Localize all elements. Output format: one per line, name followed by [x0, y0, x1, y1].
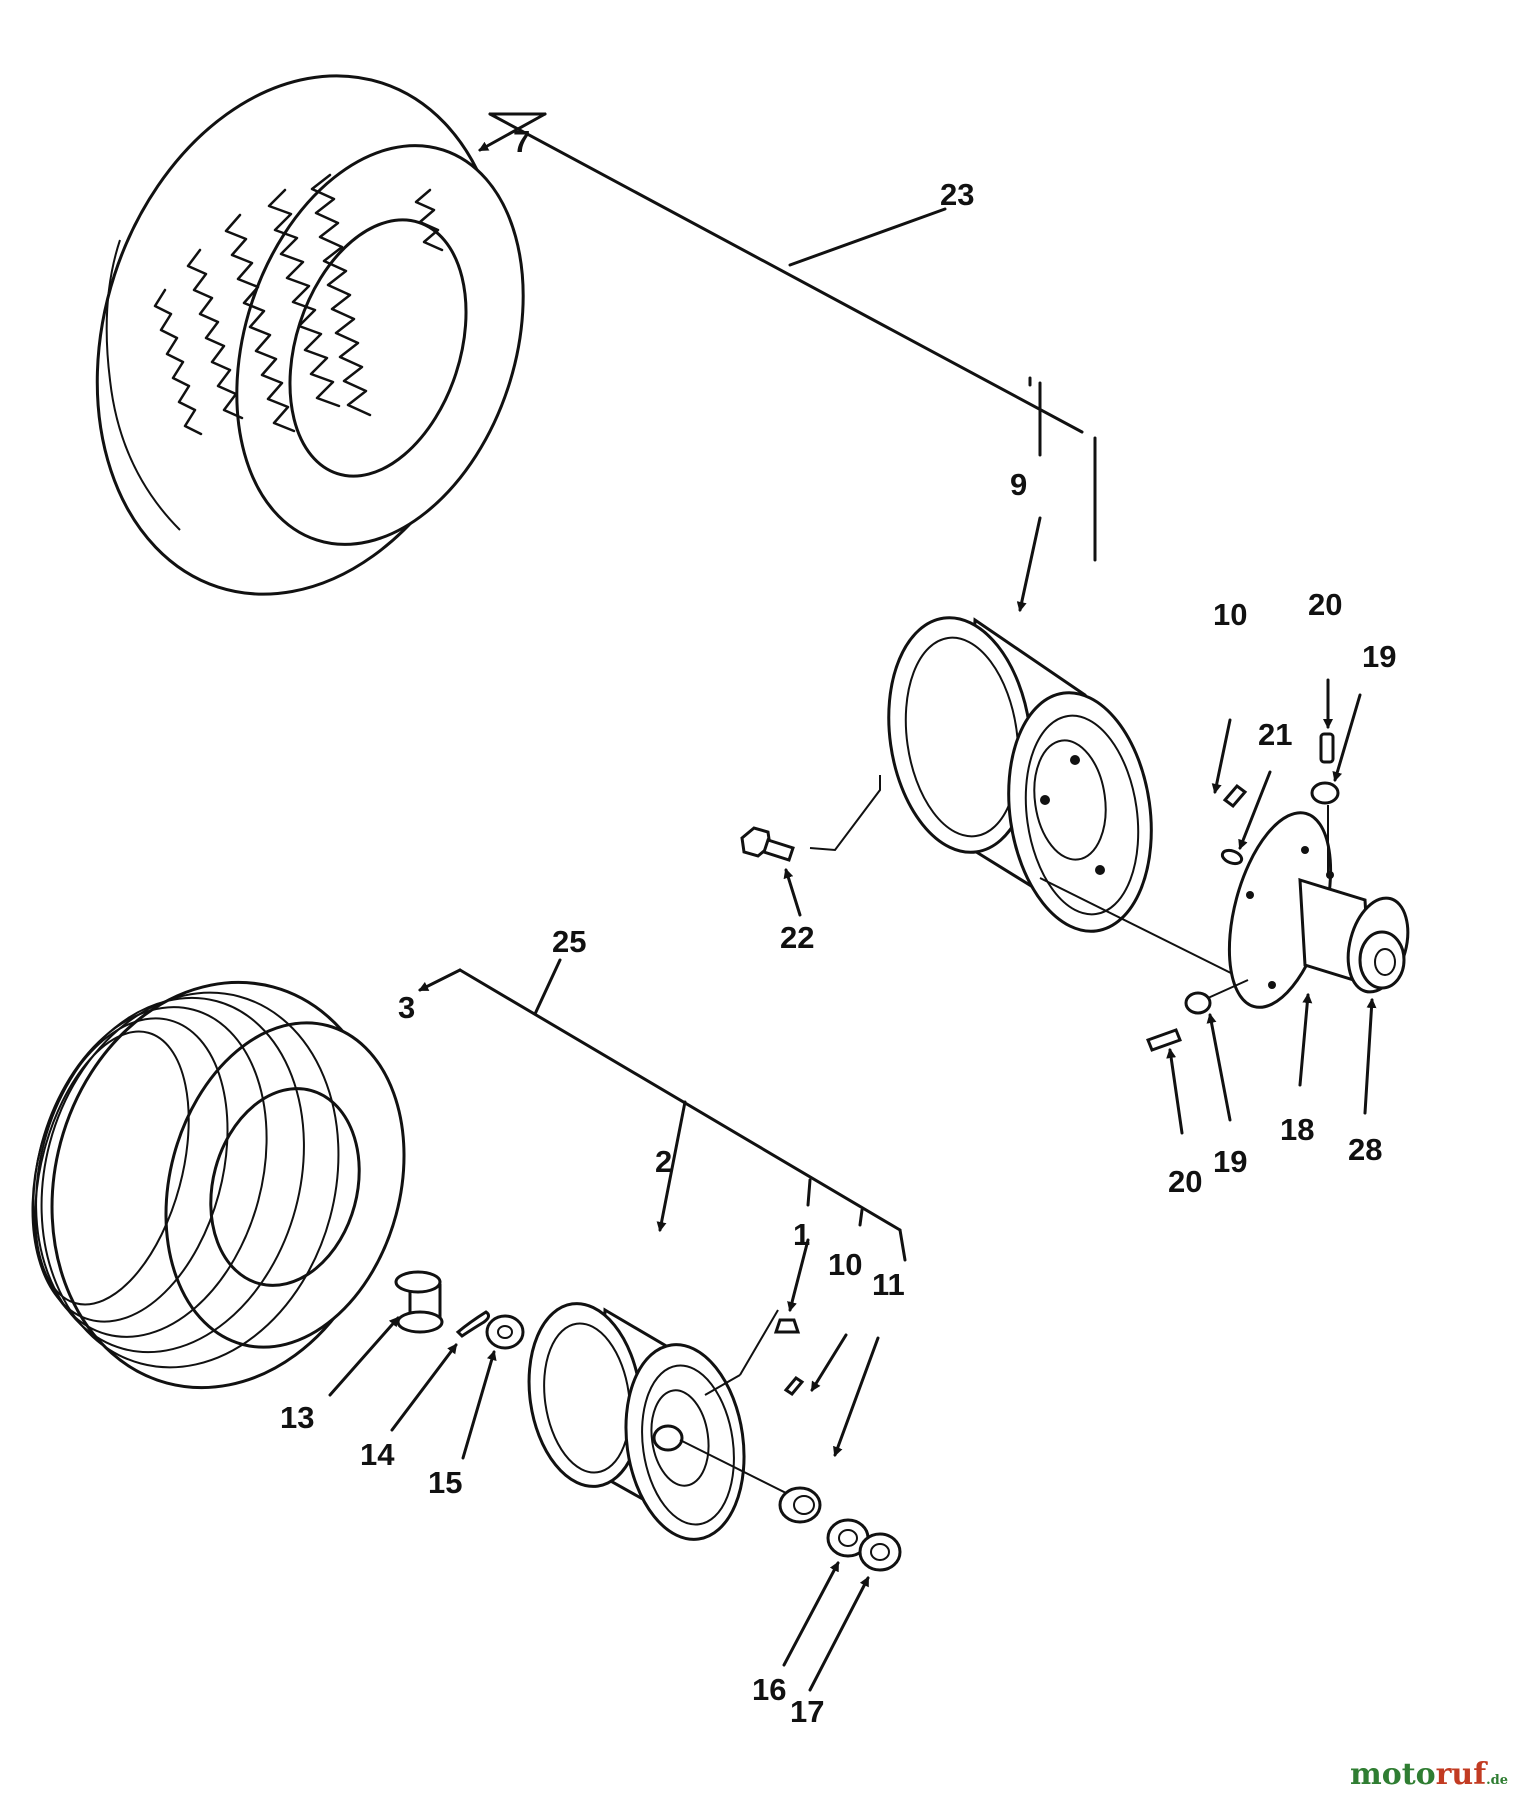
grease-fitting-1 — [773, 1318, 801, 1334]
callout-18: 18 — [1280, 1112, 1314, 1147]
callout-9: 9 — [1010, 467, 1027, 502]
nut-19-upper — [1310, 693, 1362, 875]
callout-19-upper: 19 — [1362, 639, 1396, 674]
cotter-pin-14 — [390, 1310, 491, 1432]
callout-14: 14 — [360, 1437, 395, 1472]
rim-2 — [527, 1302, 791, 1541]
callout-21: 21 — [1258, 717, 1292, 752]
bolt-20-upper — [1319, 678, 1335, 764]
valve-stem-10-lower — [783, 1376, 805, 1396]
washer-15 — [461, 1314, 525, 1460]
callout-10-lower: 10 — [828, 1247, 862, 1282]
callout-labels: 7 23 9 10 20 19 21 22 25 3 18 28 20 19 2… — [280, 124, 1396, 1729]
callout-11: 11 — [872, 1267, 905, 1302]
callout-20-upper: 20 — [1308, 587, 1342, 622]
callout-28: 28 — [1348, 1132, 1382, 1167]
callout-13: 13 — [280, 1400, 314, 1435]
rib-tire-3 — [31, 980, 406, 1390]
callout-1: 1 — [793, 1217, 810, 1252]
callout-15: 15 — [428, 1465, 462, 1500]
callout-22: 22 — [780, 920, 814, 955]
bolt-22 — [740, 775, 881, 917]
washer-21 — [1220, 770, 1272, 866]
washer-16 — [782, 1518, 870, 1667]
callout-23: 23 — [940, 177, 974, 212]
turf-tire-7 — [95, 74, 525, 596]
watermark-logo: motoruf.de — [1349, 1757, 1508, 1792]
callout-2: 2 — [655, 1144, 672, 1179]
leader-tree-25 — [418, 958, 907, 1457]
callout-20-lower: 20 — [1168, 1164, 1202, 1199]
washer-17 — [808, 1532, 902, 1692]
valve-stem-10-upper — [1222, 783, 1248, 809]
cap-28 — [1358, 930, 1406, 1115]
tire-tread-pattern — [153, 173, 444, 436]
callout-25: 25 — [552, 924, 586, 959]
callout-17: 17 — [790, 1694, 824, 1729]
bolt-20-lower — [1146, 1028, 1184, 1135]
callout-3: 3 — [398, 990, 415, 1025]
callout-16: 16 — [752, 1672, 786, 1707]
leader-18 — [1298, 993, 1313, 1087]
leader-tree-23 — [478, 112, 1232, 794]
bearing-11 — [778, 1486, 822, 1524]
bushing-13 — [328, 1270, 444, 1397]
nut-19-lower — [1184, 979, 1249, 1122]
callout-10-upper: 10 — [1213, 597, 1247, 632]
rim-9 — [887, 616, 1266, 991]
callout-7: 7 — [513, 124, 530, 159]
callout-19-lower: 19 — [1213, 1144, 1247, 1179]
